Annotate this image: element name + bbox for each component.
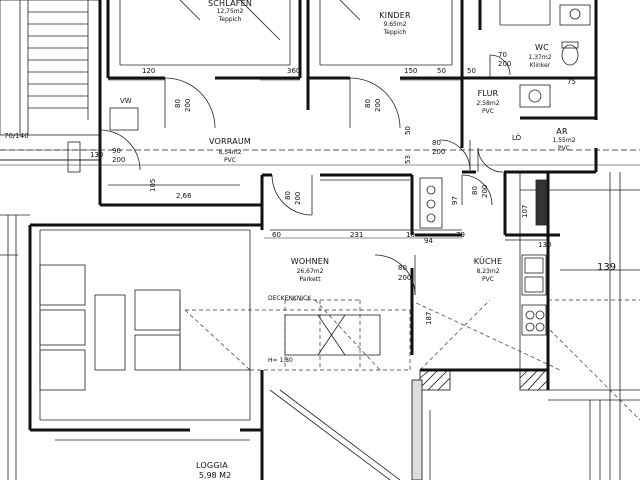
room-floor-flur: PVC	[482, 108, 494, 115]
dimension-80f: 80	[471, 186, 479, 195]
dimension-200f: 200	[481, 184, 489, 198]
dimension-105: 105	[149, 178, 157, 192]
dimension-75: 75	[567, 78, 576, 86]
dimension-80b: 80	[364, 99, 372, 108]
dimension-50a: 50	[437, 67, 446, 75]
dimension-70-140: 70/140	[4, 132, 29, 140]
room-floor-wohnen: Parkett	[299, 276, 321, 283]
room-floor-kinder: Teppich	[383, 29, 407, 36]
room-area-kinder: 9,65m2	[383, 21, 407, 28]
room-name-ar: AR	[556, 127, 568, 136]
dimension-231: 231	[350, 231, 364, 239]
room-area-flur: 2,58m2	[476, 100, 500, 107]
dimension-79: 79	[456, 231, 465, 239]
dimension-60: 60	[272, 231, 281, 239]
dimension-139: 139	[597, 262, 617, 273]
dimension-94: 94	[424, 237, 433, 245]
room-name-kinder: KINDER	[379, 11, 411, 20]
dimension-200d: 200	[112, 156, 126, 164]
room-name-wc: WC	[535, 43, 549, 52]
dimension-10: 10	[406, 231, 415, 239]
dimension-200g: 200	[398, 274, 412, 282]
dimension-360: 360	[287, 67, 301, 75]
dimension-80g: 80	[398, 264, 407, 272]
room-name-schlafen: SCHLAFEN	[207, 0, 253, 8]
dimension-80a: 80	[174, 99, 182, 108]
annotation-deckenknick: DECKENKNICK	[268, 295, 312, 302]
room-area-schlafen: 12,75m2	[216, 8, 244, 15]
furniture	[39, 264, 381, 391]
dimension-90: 90	[112, 147, 121, 155]
room-area-vorraum: 8,54m2	[218, 149, 242, 156]
dimension-107: 107	[521, 204, 529, 218]
dimension-130: 130	[90, 151, 104, 159]
hatched-columns	[411, 369, 549, 480]
dimension-53: 53	[404, 155, 412, 164]
dimension-200b: 200	[374, 98, 382, 112]
room-name-wohnen: WOHNEN	[290, 257, 330, 266]
staircase	[0, 0, 101, 161]
room-name-kuche: KÜCHE	[473, 257, 503, 266]
room-floor-wc: Klinker	[529, 62, 551, 69]
dimension-200c: 200	[432, 148, 446, 156]
dashed-lines	[184, 299, 640, 421]
room-area-ar: 1,55m2	[552, 137, 576, 144]
dimension-80c: 80	[432, 139, 441, 147]
dimension-97: 97	[451, 196, 459, 205]
room-floor-vorraum: PVC	[224, 157, 236, 164]
dimension-70: 70	[498, 51, 507, 59]
room-name-flur: FLUR	[477, 89, 499, 98]
dimension-200a: 200	[184, 98, 192, 112]
room-area-loggia: 5,98 M2	[198, 471, 232, 480]
dimension-200h: 200	[498, 60, 512, 68]
dimension-120: 120	[142, 67, 156, 75]
dimension-150: 150	[404, 67, 418, 75]
dimension-50c: 50	[404, 126, 412, 135]
dimension-lines	[0, 79, 462, 239]
dimension-200e: 200	[294, 191, 302, 205]
annotation-height: H= 1,80	[268, 357, 293, 364]
room-name-loggia: LOGGIA	[196, 461, 228, 470]
room-name-vorraum: VORRAUM	[208, 137, 252, 146]
room-area-kuche: 8,23m2	[476, 268, 500, 275]
room-floor-kuche: PVC	[482, 276, 494, 283]
room-floor-ar: PVC	[558, 145, 570, 152]
dimension-266: 2,66	[176, 192, 192, 200]
room-area-wohnen: 26,67m2	[296, 268, 324, 275]
room-area-wc: 1,37m2	[528, 54, 552, 61]
fixtures	[67, 4, 591, 336]
dimension-30: 130	[538, 241, 552, 249]
room-floor-schlafen: Teppich	[218, 16, 242, 23]
dimension-80e: 80	[284, 191, 292, 200]
annotation-lo: LÖ	[512, 134, 522, 142]
annotation-vw: VW	[120, 97, 132, 105]
dimension-187: 187	[425, 311, 433, 325]
dimension-50b: 50	[467, 67, 476, 75]
